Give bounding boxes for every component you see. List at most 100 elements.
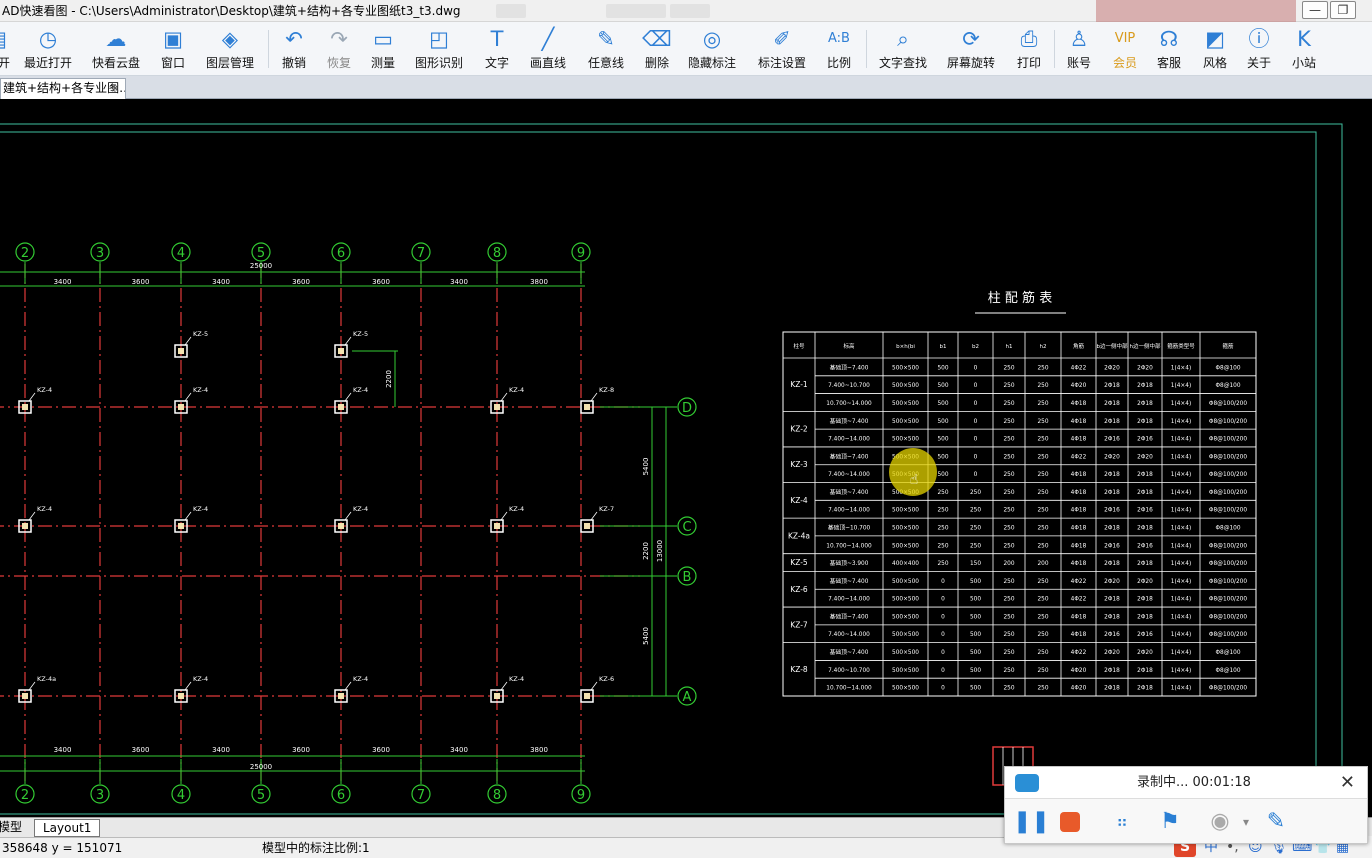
toolbar-button-folder[interactable]: ▤打开 — [0, 24, 10, 74]
toolbar-button-rotate-screen[interactable]: ⟳屏幕旋转 — [944, 24, 998, 74]
table-cell: 2Φ18 — [1137, 668, 1153, 674]
table-cell: 250 — [1003, 490, 1014, 496]
toolbar-button-cloud[interactable]: ☁快看云盘 — [90, 24, 142, 74]
axis-number: 6 — [337, 246, 345, 261]
toolbar-button-label: 会员 — [1112, 56, 1137, 70]
toolbar-button-redo[interactable]: ↷恢复 — [322, 24, 356, 74]
table-cell: 0 — [974, 365, 978, 371]
table-cell: 2Φ18 — [1104, 383, 1120, 389]
column-leader — [344, 336, 352, 346]
table-header-cell: h1 — [1006, 344, 1013, 350]
table-cell: 500 — [970, 632, 981, 638]
toolbar-button-label: 任意线 — [587, 56, 624, 70]
axis-bubble — [677, 397, 697, 417]
column-leader — [344, 392, 352, 402]
toolbar-button-headset[interactable]: ☊客服 — [1152, 24, 1186, 74]
toolbar-button-layers[interactable]: ◈图层管理 — [204, 24, 256, 74]
mouse-trail-icon[interactable]: ⠶ — [1116, 812, 1128, 831]
pause-icon[interactable]: ❚❚ — [1013, 809, 1050, 834]
document-tab[interactable]: 建筑+结构+各专业图… × — [0, 78, 126, 99]
column-leader — [590, 511, 598, 521]
column-tag: KZ-4 — [37, 386, 52, 394]
table-cell: 0 — [974, 419, 978, 425]
tab-layout1[interactable]: Layout1 — [34, 819, 101, 837]
toolbar-button-eraser[interactable]: ⌫删除 — [640, 24, 674, 74]
column-fill — [494, 693, 500, 699]
table-cell: 250 — [1003, 526, 1014, 532]
column-fill — [584, 693, 590, 699]
toolbar-button-user[interactable]: ♙账号 — [1062, 24, 1096, 74]
column-fill — [178, 523, 184, 529]
axis-number: 9 — [577, 246, 585, 261]
chevron-down-icon[interactable]: ▾ — [1242, 815, 1250, 829]
toolbar-button-history[interactable]: ◷最近打开 — [22, 24, 74, 74]
style-icon: ◩ — [1205, 27, 1225, 51]
toolbar-button-printer[interactable]: ⎙打印 — [1012, 24, 1046, 74]
table-cell: 0 — [941, 668, 945, 674]
close-tab-icon[interactable]: × — [109, 81, 120, 95]
webcam-icon[interactable]: ◉ — [1210, 809, 1230, 834]
toolbar-button-label: 快看云盘 — [91, 56, 140, 70]
toolbar-button-eye-hide[interactable]: ◎隐藏标注 — [686, 24, 738, 74]
tab-model[interactable]: 模型 — [0, 820, 23, 834]
toolbar-button-text-search[interactable]: ⌕文字查找 — [876, 24, 930, 74]
dimension-text: 3600 — [132, 746, 150, 754]
axis-bubble — [251, 242, 271, 262]
column-section — [580, 519, 594, 533]
table-cell: 2Φ20 — [1137, 650, 1153, 656]
restore-button[interactable]: ❐ — [1330, 1, 1356, 19]
stop-button[interactable] — [1055, 807, 1085, 837]
table-cell: 250 — [1003, 579, 1014, 585]
table-cell: 1(4×4) — [1171, 365, 1191, 371]
table-cell: 500×500 — [892, 365, 919, 371]
table-header-cell: b边一侧中部 — [1097, 342, 1128, 350]
table-cell: 500×500 — [892, 650, 919, 656]
table-cell: 2Φ18 — [1137, 490, 1153, 496]
table-cell: 1(4×4) — [1171, 419, 1191, 425]
toolbar-button-label: 客服 — [1156, 56, 1181, 70]
column-fill — [338, 348, 344, 354]
recorder-close-button[interactable]: ✕ — [1339, 772, 1355, 793]
toolbar-button-ruler[interactable]: ▭测量 — [368, 24, 398, 74]
dimension-text: 3400 — [212, 278, 230, 286]
toolbar-button-undo[interactable]: ↶撤销 — [276, 24, 312, 74]
toolbar-separator — [866, 30, 867, 68]
toolbar-button-label: 隐藏标注 — [687, 56, 736, 70]
highlight-marker-icon[interactable]: ⚑ — [1160, 809, 1180, 834]
table-cell: 250 — [937, 543, 948, 549]
table-cell: 基础顶~7.400 — [830, 363, 869, 371]
line-icon: ╱ — [541, 27, 555, 51]
table-cell: KZ-3 — [790, 460, 808, 469]
toolbar-button-style[interactable]: ◩风格 — [1198, 24, 1232, 74]
toolbar-button-window[interactable]: ▣窗口 — [158, 24, 188, 74]
minimize-button[interactable]: — — [1302, 1, 1328, 19]
toolbar-button-line[interactable]: ╱画直线 — [526, 24, 570, 74]
table-cell: 250 — [1003, 668, 1014, 674]
table-cell: 250 — [1037, 650, 1048, 656]
table-cell: 2Φ18 — [1137, 472, 1153, 478]
pen-annotate-icon[interactable]: ✎ — [1266, 809, 1286, 834]
dimension-text: 3400 — [54, 278, 72, 286]
table-cell: 500 — [970, 650, 981, 656]
redo-icon: ↷ — [330, 27, 348, 51]
table-cell: Φ8@100/200 — [1209, 543, 1247, 549]
toolbar-button-shape-recognize[interactable]: ◰图形识别 — [412, 24, 466, 74]
axis-number: 5 — [257, 246, 265, 261]
table-cell: 500×500 — [892, 668, 919, 674]
toolbar-button-pen[interactable]: ✎任意线 — [584, 24, 628, 74]
table-cell: 4Φ18 — [1071, 632, 1087, 638]
column-tag: KZ-5 — [193, 330, 208, 338]
table-header-cell: h边一侧中部 — [1130, 342, 1161, 350]
table-cell: 500×500 — [892, 526, 919, 532]
table-header-cell: 角筋 — [1073, 342, 1085, 350]
toolbar-button-annotation-settings[interactable]: ✐标注设置 — [754, 24, 810, 74]
table-cell: 基础顶~3.900 — [830, 559, 869, 567]
table-cell: 基础顶~7.400 — [830, 577, 869, 585]
axis-number: 7 — [417, 788, 425, 803]
